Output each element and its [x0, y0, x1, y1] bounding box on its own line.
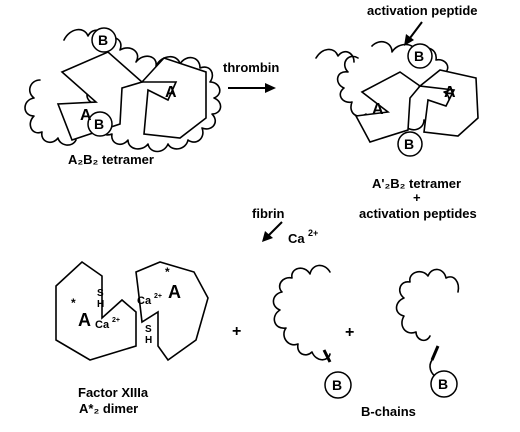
label-b-top-2: B: [414, 48, 424, 64]
fibrin-calcium-reaction: fibrin Ca 2+: [252, 206, 318, 246]
thiol-s-left: S: [97, 288, 104, 299]
subunit-a-left: [56, 51, 144, 141]
ca-charge-right: 2+: [154, 293, 162, 300]
label-b-chain-2: B: [438, 376, 448, 392]
subunit-b-bottom: [87, 111, 113, 137]
label-b-bottom: B: [94, 116, 104, 132]
reaction-arrow-head: [265, 83, 276, 93]
b-chain-2-domain: [430, 370, 458, 398]
b-chain-1-linker: [322, 349, 332, 363]
label-b-chain-1: B: [332, 377, 342, 393]
b-chain-2-linker: [430, 345, 440, 361]
plus-sign-2: +: [345, 324, 354, 341]
thiol-s-right: S: [145, 324, 152, 335]
ca-charge-left: 2+: [112, 317, 120, 324]
label-b-top: B: [98, 32, 108, 48]
cofactor-calcium-label: Ca: [288, 231, 305, 246]
cofactor-arrow-head: [262, 231, 273, 242]
cofactor-calcium-charge: 2+: [308, 228, 318, 238]
plus-sign-1: +: [232, 323, 241, 340]
caption-plus: +: [413, 190, 421, 205]
thiol-h-right: H: [145, 335, 152, 346]
subunit-b-top: [91, 27, 117, 53]
subunit-a-prime-right: [418, 69, 479, 137]
b-chain-wiggle-lower: [24, 79, 77, 146]
factor-xiiia-dimer: * A Ca 2+ S H * A Ca 2+ S H Factor XIIIa…: [55, 260, 209, 416]
tetramer-a2b2: B B A A A₂B₂ tetramer: [24, 27, 222, 167]
b-chain-free-2: [395, 268, 460, 342]
caption-a2b2-tetramer: A₂B₂ tetramer: [68, 152, 154, 167]
subunit-a-right: [140, 57, 207, 139]
caption-activation-peptides: activation peptides: [359, 206, 477, 221]
label-b-bottom-2: B: [404, 136, 414, 152]
ca-label-left: Ca: [95, 319, 110, 331]
caption-a-prime-tetramer: A'₂B₂ tetramer: [372, 176, 461, 191]
label-a-left: A: [80, 107, 92, 124]
tetramer-a-prime-2b2: activation peptide B B A A A'₂B₂ tetrame…: [315, 3, 479, 221]
thiol-h-left: H: [97, 299, 104, 310]
enzyme-thrombin-label: thrombin: [223, 60, 279, 75]
subunit-a-star-left: [55, 260, 137, 361]
subunit-b-bottom-2: [397, 131, 423, 157]
thrombin-reaction: thrombin: [223, 60, 279, 93]
subunit-a-star-right: [135, 261, 209, 362]
annotation-arrow-shaft: [409, 21, 423, 39]
label-a-right: A: [165, 84, 177, 101]
caption-b-chains: B-chains: [361, 404, 416, 419]
cofactor-fibrin-label: fibrin: [252, 206, 285, 221]
cofactor-arrow-shaft: [267, 221, 283, 237]
b-chain-free-1: [272, 264, 331, 361]
star-right: *: [165, 265, 170, 279]
free-b-chains: B + B B-chains: [272, 264, 460, 419]
star-left: *: [71, 296, 76, 310]
ca-label-right: Ca: [137, 295, 152, 307]
activation-peptide-annotation: activation peptide: [367, 3, 478, 18]
label-a-star-right: A: [168, 282, 181, 302]
caption-a-star-dimer: A*₂ dimer: [79, 401, 138, 416]
subunit-a-prime-left: [354, 71, 422, 143]
b-chain-1-domain: [324, 371, 352, 399]
label-a-prime-right: A: [444, 84, 456, 101]
label-a-prime-left: A: [372, 101, 384, 118]
subunit-b-top-2: [407, 43, 433, 69]
caption-factor-xiiia: Factor XIIIa: [78, 385, 149, 400]
annotation-arrow-head: [404, 34, 414, 46]
label-a-star-left: A: [78, 310, 91, 330]
